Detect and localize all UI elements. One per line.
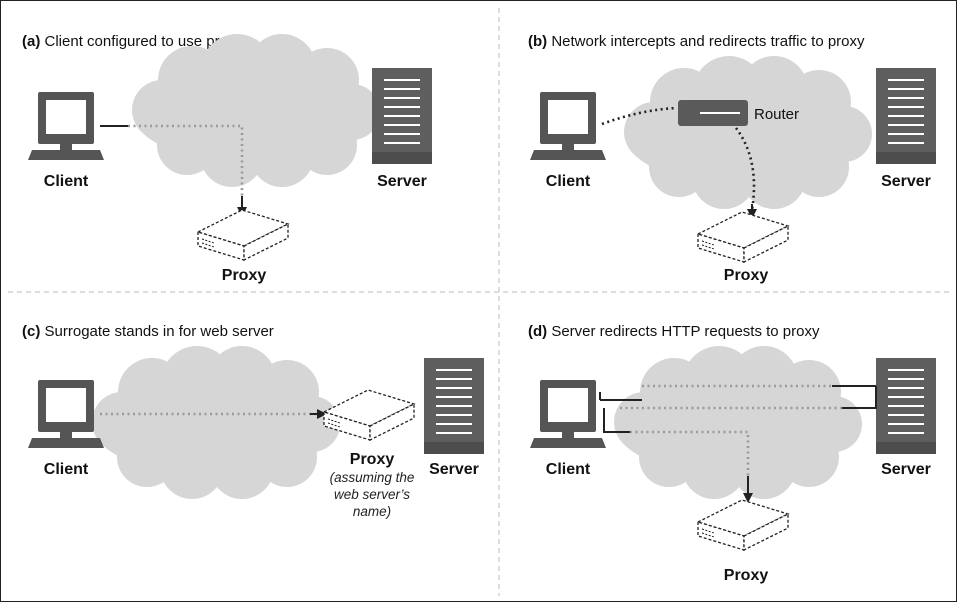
server-icon-d <box>875 357 937 455</box>
client-icon-c <box>28 380 104 448</box>
panel-b-title: (b) Network intercepts and redirects tra… <box>528 33 865 50</box>
server-icon-c <box>423 357 485 455</box>
cloud-a <box>132 34 380 187</box>
client-label-d: Client <box>546 461 591 478</box>
client-icon-b <box>530 92 606 160</box>
client-icon-d <box>530 380 606 448</box>
link-d-server-bottom <box>842 386 877 409</box>
path-d-bottom <box>630 430 750 476</box>
path-b-out <box>734 127 756 211</box>
panel-a-title: (a) Client configured to use proxy <box>22 33 243 50</box>
server-icon-b <box>875 67 937 165</box>
cloud-b <box>624 56 872 209</box>
server-label-c: Server <box>429 461 479 478</box>
client-icon-a <box>28 92 104 160</box>
link-d-client-bottom <box>603 408 630 433</box>
panel-b: (b) Network intercepts and redirects tra… <box>528 33 937 284</box>
proxy-label-d: Proxy <box>724 567 769 584</box>
proxy-icon-a <box>197 209 289 261</box>
router-label: Router <box>754 106 799 123</box>
proxy-label-a: Proxy <box>222 267 267 284</box>
server-label-b: Server <box>881 173 931 190</box>
proxy-icon-d <box>697 499 789 551</box>
proxy-label-c: Proxy <box>350 451 395 468</box>
cloud-c <box>92 346 340 499</box>
server-label-a: Server <box>377 173 427 190</box>
panel-a: (a) Client configured to use proxy Clien… <box>22 33 433 284</box>
proxy-icon-b <box>697 211 789 263</box>
panel-c-title: (c) Surrogate stands in for web server <box>22 323 274 340</box>
path-a <box>128 124 244 196</box>
cloud-d <box>614 346 862 499</box>
proxy-note-line-1: (assuming the <box>330 470 415 485</box>
server-icon-a <box>371 67 433 165</box>
server-label-d: Server <box>881 461 931 478</box>
proxy-note-line-3: name) <box>353 504 391 519</box>
panel-d-title: (d) Server redirects HTTP requests to pr… <box>528 323 820 340</box>
client-label-c: Client <box>44 461 89 478</box>
client-label-b: Client <box>546 173 591 190</box>
proxy-note-line-2: web server’s <box>334 487 410 502</box>
client-label-a: Client <box>44 173 89 190</box>
panel-c: (c) Surrogate stands in for web server C… <box>22 323 485 519</box>
panel-d: (d) Server redirects HTTP requests to pr… <box>528 323 937 584</box>
path-b-in <box>601 106 677 126</box>
proxy-label-b: Proxy <box>724 267 769 284</box>
